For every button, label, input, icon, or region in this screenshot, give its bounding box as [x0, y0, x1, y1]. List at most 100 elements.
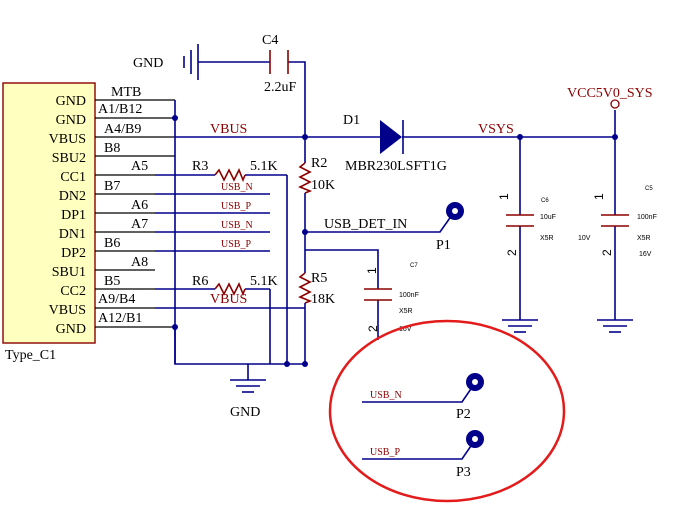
c6-ref: C6 — [541, 198, 549, 204]
usb-n-tp-label: USB_N — [370, 390, 402, 401]
vsys-net-label: VSYS — [478, 122, 514, 137]
usb-det-net-label: USB_DET_IN — [324, 217, 407, 232]
r2-ref: R2 — [311, 156, 327, 171]
c5-pin2: 2 — [600, 249, 614, 256]
r3-value: 5.1K — [250, 159, 278, 174]
usb-p-tp-label: USB_P — [370, 447, 400, 458]
c5-dielectric: X5R — [637, 235, 651, 242]
r5-ref: R5 — [311, 271, 327, 286]
capacitor-c7: 1 2 C7 100nF X5R 16V — [364, 263, 419, 333]
capacitor-c5: 1 2 C5 100nF X5R 16V — [592, 186, 657, 258]
r5-value: 18K — [311, 292, 335, 307]
r6-ref: R6 — [192, 274, 208, 289]
p3-label: P3 — [456, 465, 471, 480]
test-point-p2: P2 — [456, 373, 484, 422]
r6-value: 5.1K — [250, 274, 278, 289]
pin-number-b7: B7 — [104, 179, 120, 194]
connector-ref-label: Type_C1 — [5, 348, 56, 363]
pin-label-dp1: DP1 — [61, 208, 86, 223]
test-point-p1: P1 — [436, 202, 464, 253]
c4-ref: C4 — [262, 33, 278, 48]
resistor-r6: R6 5.1K — [192, 274, 278, 297]
c6-pin1: 1 — [497, 193, 511, 200]
mtb-label: MTB — [111, 85, 141, 100]
pin-label-gnd-1: GND — [56, 94, 86, 109]
c6-pin2: 2 — [505, 249, 519, 256]
c5-voltage: 16V — [639, 251, 652, 258]
pin-label-sbu2: SBU2 — [52, 151, 86, 166]
pin-number-b6: B6 — [104, 236, 120, 251]
pin-label-gnd-3: GND — [56, 322, 86, 337]
c4-value: 2.2uF — [264, 80, 297, 95]
pin-label-dn1: DN1 — [59, 227, 86, 242]
ground-symbol-bottom: GND — [230, 379, 266, 420]
p1-label: P1 — [436, 238, 451, 253]
pin-number-b5: B5 — [104, 274, 120, 289]
ground-symbol-top: GND — [133, 44, 199, 80]
test-point-p3: P3 — [456, 430, 484, 480]
pin-label-vbus-1: VBUS — [49, 132, 86, 147]
ground-symbol-c6 — [502, 319, 538, 333]
usb-p-net-label-1: USB_P — [221, 201, 251, 212]
pin-number-a12-b1: A12/B1 — [98, 311, 142, 326]
c7-ref: C7 — [410, 263, 418, 269]
c6-dielectric: X5R — [540, 235, 554, 242]
pin-number-a5: A5 — [131, 159, 148, 174]
pin-label-dp2: DP2 — [61, 246, 86, 261]
resistor-r2: R2 10K — [298, 156, 335, 194]
connector-pin-numbers: MTB A1/B12 A4/B9 B8 A5 B7 A6 A7 B6 A8 B5… — [98, 85, 148, 326]
c5-value: 100nF — [637, 214, 657, 221]
r2-value: 10K — [311, 178, 335, 193]
ground-symbol-c5 — [597, 319, 633, 333]
pin-number-a4-b9: A4/B9 — [104, 122, 141, 137]
vbus-net-label-2: VBUS — [210, 292, 247, 307]
pin-label-sbu1: SBU1 — [52, 265, 86, 280]
vcc-power-symbol: VCC5V0_SYS — [567, 86, 653, 109]
c7-voltage: 16V — [399, 326, 412, 333]
gnd-bottom-label: GND — [230, 405, 260, 420]
pin-label-cc2: CC2 — [60, 284, 86, 299]
c7-pin2: 2 — [366, 325, 380, 332]
c7-dielectric: X5R — [399, 308, 413, 315]
net-wires — [155, 61, 616, 460]
type-c-connector: GND GND VBUS SBU2 CC1 DN2 DP1 DN1 DP2 SB… — [2, 82, 96, 363]
usb-n-net-label-1: USB_N — [221, 182, 253, 193]
c7-value: 100nF — [399, 292, 419, 299]
pin-number-a6: A6 — [131, 198, 148, 213]
pin-label-cc1: CC1 — [60, 170, 86, 185]
connector-pin-stubs — [95, 99, 175, 328]
pin-number-a9-b4: A9/B4 — [98, 292, 135, 307]
d1-ref: D1 — [343, 113, 360, 128]
pin-number-a7: A7 — [131, 217, 148, 232]
pin-number-b8: B8 — [104, 141, 120, 156]
capacitor-c4: C4 2.2uF — [262, 33, 297, 95]
resistor-r5: R5 18K — [298, 271, 335, 307]
vbus-net-label: VBUS — [210, 122, 247, 137]
diode-d1: D1 MBR230LSFT1G — [343, 113, 447, 174]
usb-p-net-label-2: USB_P — [221, 239, 251, 250]
highlight-ellipse — [328, 319, 566, 503]
connector-body — [2, 82, 96, 344]
c6-value: 10uF — [540, 214, 556, 221]
r3-ref: R3 — [192, 159, 208, 174]
pin-label-vbus-2: VBUS — [49, 303, 86, 318]
capacitor-c6: 1 2 C6 10uF X5R 10V — [497, 193, 591, 256]
d1-part: MBR230LSFT1G — [345, 159, 447, 174]
pin-label-gnd-2: GND — [56, 113, 86, 128]
junction-dots — [172, 115, 618, 367]
c5-ref: C5 — [645, 186, 653, 192]
c6-voltage: 10V — [578, 235, 591, 242]
pin-number-a8: A8 — [131, 255, 148, 270]
pin-label-dn2: DN2 — [59, 189, 86, 204]
resistor-r3: R3 5.1K — [192, 159, 278, 183]
net-labels: VBUS VBUS VSYS USB_DET_IN USB_N USB_P US… — [210, 122, 514, 458]
usb-n-net-label-2: USB_N — [221, 220, 253, 231]
pin-number-a1-b12: A1/B12 — [98, 102, 142, 117]
c7-pin1: 1 — [365, 267, 379, 274]
p2-label: P2 — [456, 407, 471, 422]
connector-pin-labels: GND GND VBUS SBU2 CC1 DN2 DP1 DN1 DP2 SB… — [49, 94, 86, 337]
c5-pin1: 1 — [592, 193, 606, 200]
vcc-label: VCC5V0_SYS — [567, 86, 653, 101]
gnd-top-label: GND — [133, 56, 163, 71]
